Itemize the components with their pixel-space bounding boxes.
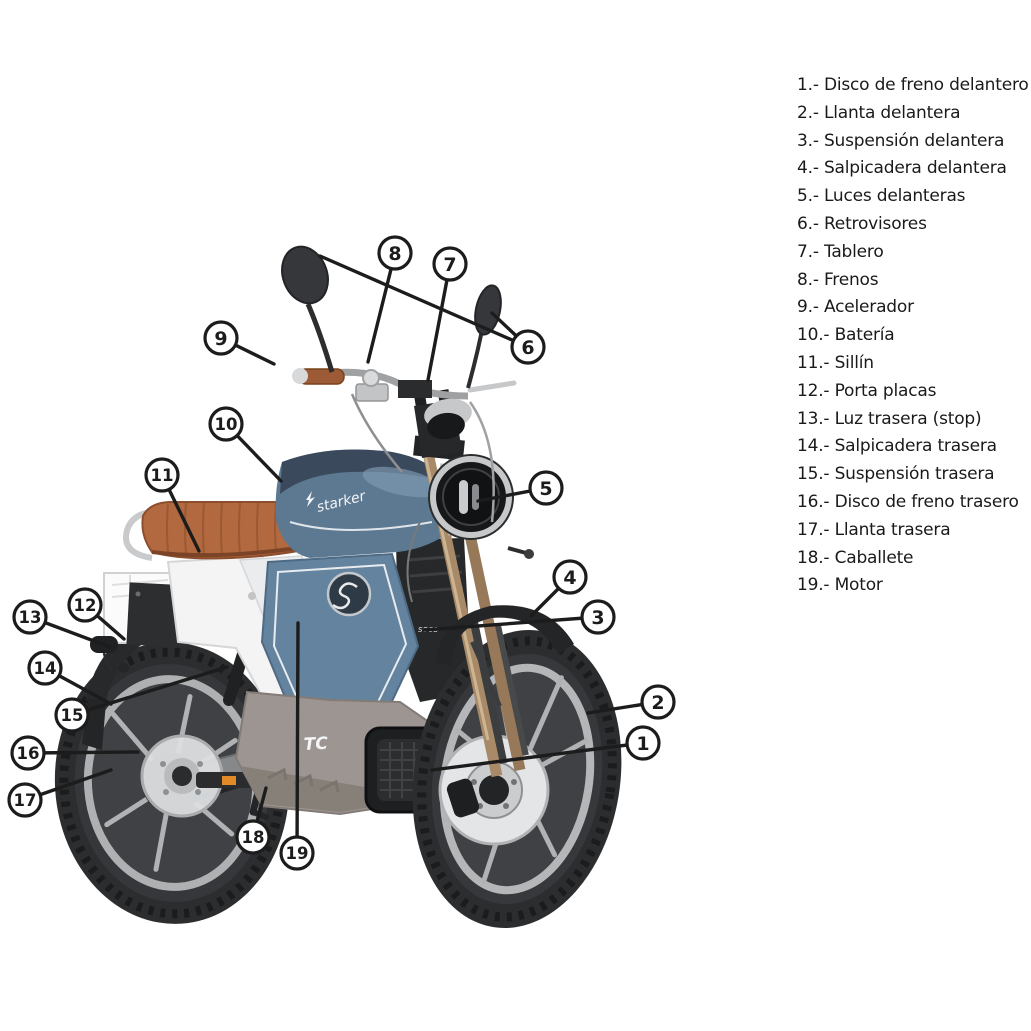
legend-item-14: 14.- Salpicadera trasera	[797, 436, 997, 457]
legend-item-11: 11.- Sillín	[797, 352, 874, 373]
svg-text:1: 1	[636, 733, 649, 755]
svg-text:15: 15	[61, 706, 84, 725]
svg-text:2: 2	[651, 692, 664, 714]
legend-item-4: 4.- Salpicadera delantera	[797, 158, 1007, 179]
callout-16: 16	[10, 735, 46, 771]
callout-6: 6	[510, 329, 546, 365]
callout-3: 3	[580, 599, 616, 635]
callout-2: 2	[640, 684, 676, 720]
legend-item-5: 5.- Luces delanteras	[797, 186, 966, 207]
legend-item-8: 8.- Frenos	[797, 269, 879, 290]
svg-text:17: 17	[14, 791, 37, 810]
callout-15: 15	[54, 697, 90, 733]
belly-tc-label: TC	[303, 734, 329, 755]
callout-line-1	[430, 741, 645, 772]
legend-item-3: 3.- Suspensión delantera	[797, 130, 1005, 151]
callout-19: 19	[279, 835, 315, 871]
legend-item-2: 2.- Llanta delantera	[797, 102, 961, 123]
left-mirror	[281, 245, 335, 373]
callout-4: 4	[552, 559, 588, 595]
legend-item-1: 1.- Disco de freno delantero	[797, 75, 1029, 95]
legend-item-19: 19.- Motor	[797, 575, 883, 596]
legend-item-18: 18.- Caballete	[797, 547, 914, 568]
callout-10: 10	[208, 406, 244, 442]
callout-11: 11	[144, 457, 180, 493]
footpeg	[196, 772, 254, 788]
svg-text:19: 19	[286, 844, 309, 863]
svg-text:12: 12	[74, 596, 97, 615]
parts-legend: 1.- Disco de freno delantero 2.- Llanta d…	[797, 72, 1029, 600]
legend-item-15: 15.- Suspensión trasera	[797, 464, 995, 485]
legend-item-9: 9.- Acelerador	[797, 297, 914, 318]
emblem	[326, 571, 372, 617]
svg-text:6: 6	[521, 337, 534, 359]
svg-text:9: 9	[214, 328, 227, 350]
callout-line-7	[426, 262, 452, 382]
callout-9: 9	[203, 320, 239, 356]
callout-7: 7	[432, 246, 468, 282]
dashboard	[414, 398, 472, 458]
callout-18: 18	[235, 819, 271, 855]
rear-brake-disc	[140, 734, 224, 818]
svg-text:11: 11	[151, 466, 174, 485]
callout-line-3	[422, 615, 600, 632]
brake-lever	[467, 380, 517, 393]
handlebar	[292, 368, 517, 603]
legend-item-13: 13.- Luz trasera (stop)	[797, 408, 982, 429]
legend-item-17: 17.- Llanta trasera	[797, 519, 951, 540]
svg-text:16: 16	[17, 744, 40, 763]
svg-text:13: 13	[19, 608, 42, 627]
svg-text:5: 5	[539, 478, 552, 500]
callout-8: 8	[377, 235, 413, 271]
front-caliper	[446, 778, 480, 818]
svg-text:18: 18	[242, 828, 265, 847]
right-mirror	[466, 284, 502, 389]
legend-item-16: 16.- Disco de freno trasero	[797, 491, 1019, 512]
fuel-tank: starker	[275, 449, 458, 558]
svg-text:8: 8	[388, 243, 401, 265]
callout-5: 5	[528, 470, 564, 506]
callout-13: 13	[12, 599, 48, 635]
turn-signal	[524, 549, 534, 559]
callout-line-15	[70, 665, 229, 717]
callout-14: 14	[27, 650, 63, 686]
callout-12: 12	[67, 587, 103, 623]
legend-item-10: 10.- Batería	[797, 325, 895, 346]
callout-line-8	[366, 251, 397, 364]
legend-item-6: 6.- Retrovisores	[797, 213, 927, 234]
callout-line-16	[26, 750, 140, 755]
svg-text:3: 3	[591, 607, 604, 629]
svg-text:10: 10	[215, 415, 238, 434]
svg-text:4: 4	[563, 567, 576, 589]
starker-bolt-icon	[306, 491, 315, 507]
callout-line-19	[295, 621, 300, 855]
svg-text:14: 14	[34, 659, 57, 678]
callout-17: 17	[7, 782, 43, 818]
callout-1: 1	[625, 725, 661, 761]
svg-text:7: 7	[443, 254, 456, 276]
callout-line-6	[318, 254, 530, 349]
legend-item-7: 7.- Tablero	[797, 241, 884, 262]
legend-item-12: 12.- Porta placas	[797, 380, 937, 401]
